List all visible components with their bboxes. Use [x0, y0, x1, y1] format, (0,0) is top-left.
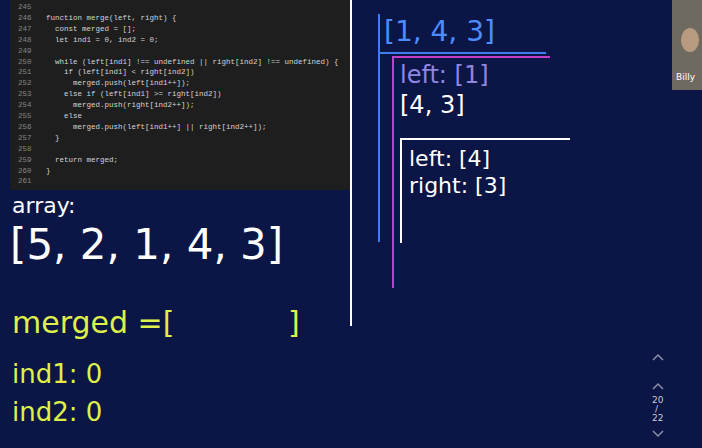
array-value: [5, 2, 1, 4, 3] — [10, 222, 283, 268]
line-number: 252 — [18, 79, 32, 87]
frame-heading: left: [4] — [402, 140, 570, 171]
page-number: 22 — [652, 414, 663, 424]
code-line: else — [46, 112, 82, 120]
frame-heading: [1, 4, 3] — [380, 14, 546, 54]
variable-label: ind1: 0 — [12, 360, 102, 389]
line-number: 245 — [18, 3, 32, 11]
code-line: merged.push(left[ind1++] || right[ind2++… — [46, 123, 267, 131]
line-number: 259 — [18, 156, 32, 164]
code-line: return merged; — [46, 156, 118, 164]
line-number: 251 — [18, 68, 32, 76]
scroll-up-icon — [653, 355, 663, 360]
line-number: 260 — [18, 167, 32, 175]
frame-heading: left: [1] — [394, 58, 550, 90]
webcam-face — [681, 28, 699, 52]
recursion-frame: left: [4]right: [3] — [400, 138, 570, 243]
code-line: } — [46, 134, 60, 142]
recursion-frame: left: [1][4, 3]left: [4]right: [3] — [392, 56, 550, 288]
divider-line — [350, 0, 352, 326]
line-number: 253 — [18, 90, 32, 98]
code-panel — [10, 0, 350, 190]
variable-label: merged =[ — [12, 306, 174, 339]
recursion-frame: [1, 4, 3]left: [1][4, 3]left: [4]right: … — [378, 14, 546, 242]
webcam-thumbnail — [672, 0, 702, 90]
line-number: 250 — [18, 58, 32, 66]
line-number: 254 — [18, 101, 32, 109]
variable-label: array: — [12, 194, 76, 218]
code-line: merged.push(right[ind2++]); — [46, 101, 195, 109]
line-number: 247 — [18, 25, 32, 33]
participant-name: Billy — [676, 73, 695, 83]
code-line: let ind1 = 0, ind2 = 0; — [46, 36, 159, 44]
code-line: if (left[ind1] < right[ind2]) — [46, 68, 195, 76]
side-strip — [672, 90, 702, 448]
line-number: 249 — [18, 47, 32, 55]
line-number: 246 — [18, 14, 32, 22]
code-line: const merged = []; — [46, 25, 136, 33]
line-number: 257 — [18, 134, 32, 142]
code-line: while (left[ind1] !== undefined || right… — [46, 58, 339, 66]
frame-text: right: [3] — [402, 171, 570, 198]
code-line: function merge(left, right) { — [46, 14, 177, 22]
code-line: merged.push(left[ind1++]); — [46, 79, 190, 87]
line-number: 256 — [18, 123, 32, 131]
variable-label: ind2: 0 — [12, 398, 102, 427]
line-number: 258 — [18, 145, 32, 153]
scroll-down-icon — [653, 431, 663, 436]
frame-text: [4, 3] — [394, 90, 550, 120]
line-number: 248 — [18, 36, 32, 44]
bracket-text: ] — [288, 306, 300, 339]
scroll-up-icon — [653, 384, 663, 389]
code-line: } — [46, 167, 51, 175]
code-line: else if (left[ind1] >= right[ind2]) — [46, 90, 222, 98]
line-number: 255 — [18, 112, 32, 120]
line-number: 261 — [18, 177, 32, 185]
